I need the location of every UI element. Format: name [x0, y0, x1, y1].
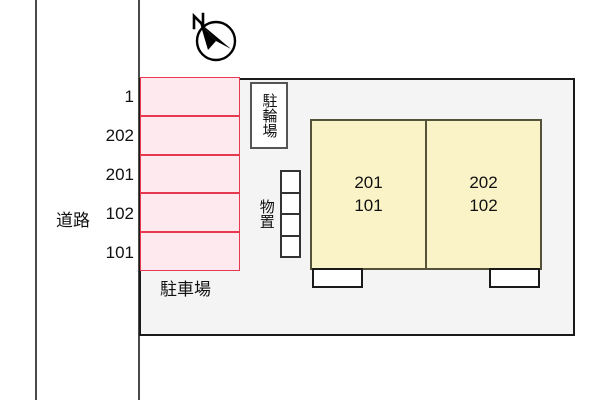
storage-locker-cell[interactable]: [281, 193, 299, 215]
parking-lot-caption: 駐車場: [160, 280, 211, 299]
compass-needle-dark: [200, 23, 231, 49]
parking-slot-wrapper: 102: [106, 193, 240, 233]
parking-slot[interactable]: [140, 115, 240, 155]
bicycle-parking-label: 駐輪場: [260, 93, 278, 138]
compass-needle-light: [200, 23, 216, 50]
compass-rose: [192, 12, 237, 62]
bicycle-parking-area[interactable]: 駐輪場: [250, 82, 288, 149]
balcony-right: [489, 268, 540, 288]
compass-north-letter: [192, 12, 205, 30]
storage-group: 物置: [258, 170, 301, 258]
parking-slot[interactable]: [140, 154, 240, 194]
parking-slot-label: 101: [105, 242, 134, 262]
building-unit-right[interactable]: 202 102: [425, 119, 542, 270]
parking-slot-label: 1: [124, 87, 134, 107]
road-edge-line-outer: [35, 0, 37, 400]
unit-label-left: 201 101: [354, 172, 382, 218]
storage-label: 物置: [257, 199, 275, 229]
parking-slot-wrapper: 202: [106, 115, 240, 156]
storage-locker-stack: [279, 170, 301, 258]
unit-number-upper: 202: [469, 172, 498, 192]
parking-slot-wrapper: 201: [106, 154, 240, 195]
unit-label-right: 202 102: [469, 172, 497, 218]
balcony-left: [312, 268, 363, 288]
parking-slot-label: 202: [105, 126, 134, 146]
road-label: 道路: [56, 211, 90, 230]
parking-slot-wrapper: 101: [106, 232, 240, 272]
parking-block: 1 202 201 102 101: [106, 77, 240, 272]
parking-slot[interactable]: [140, 193, 240, 233]
building-unit-left[interactable]: 201 101: [310, 119, 427, 270]
unit-number-lower: 101: [354, 195, 383, 215]
parking-slot[interactable]: [140, 77, 240, 116]
storage-locker-cell[interactable]: [281, 215, 299, 237]
parking-slot-label: 102: [105, 203, 134, 223]
parking-slot-label: 201: [105, 164, 134, 184]
parking-slot-wrapper: 1: [125, 77, 240, 117]
storage-locker-cell[interactable]: [281, 172, 299, 194]
unit-number-upper: 201: [354, 172, 383, 192]
unit-number-lower: 102: [469, 195, 498, 215]
parking-slot[interactable]: [140, 232, 240, 271]
building-footprint: 201 101 202 102: [310, 119, 542, 270]
storage-locker-cell[interactable]: [281, 236, 299, 256]
